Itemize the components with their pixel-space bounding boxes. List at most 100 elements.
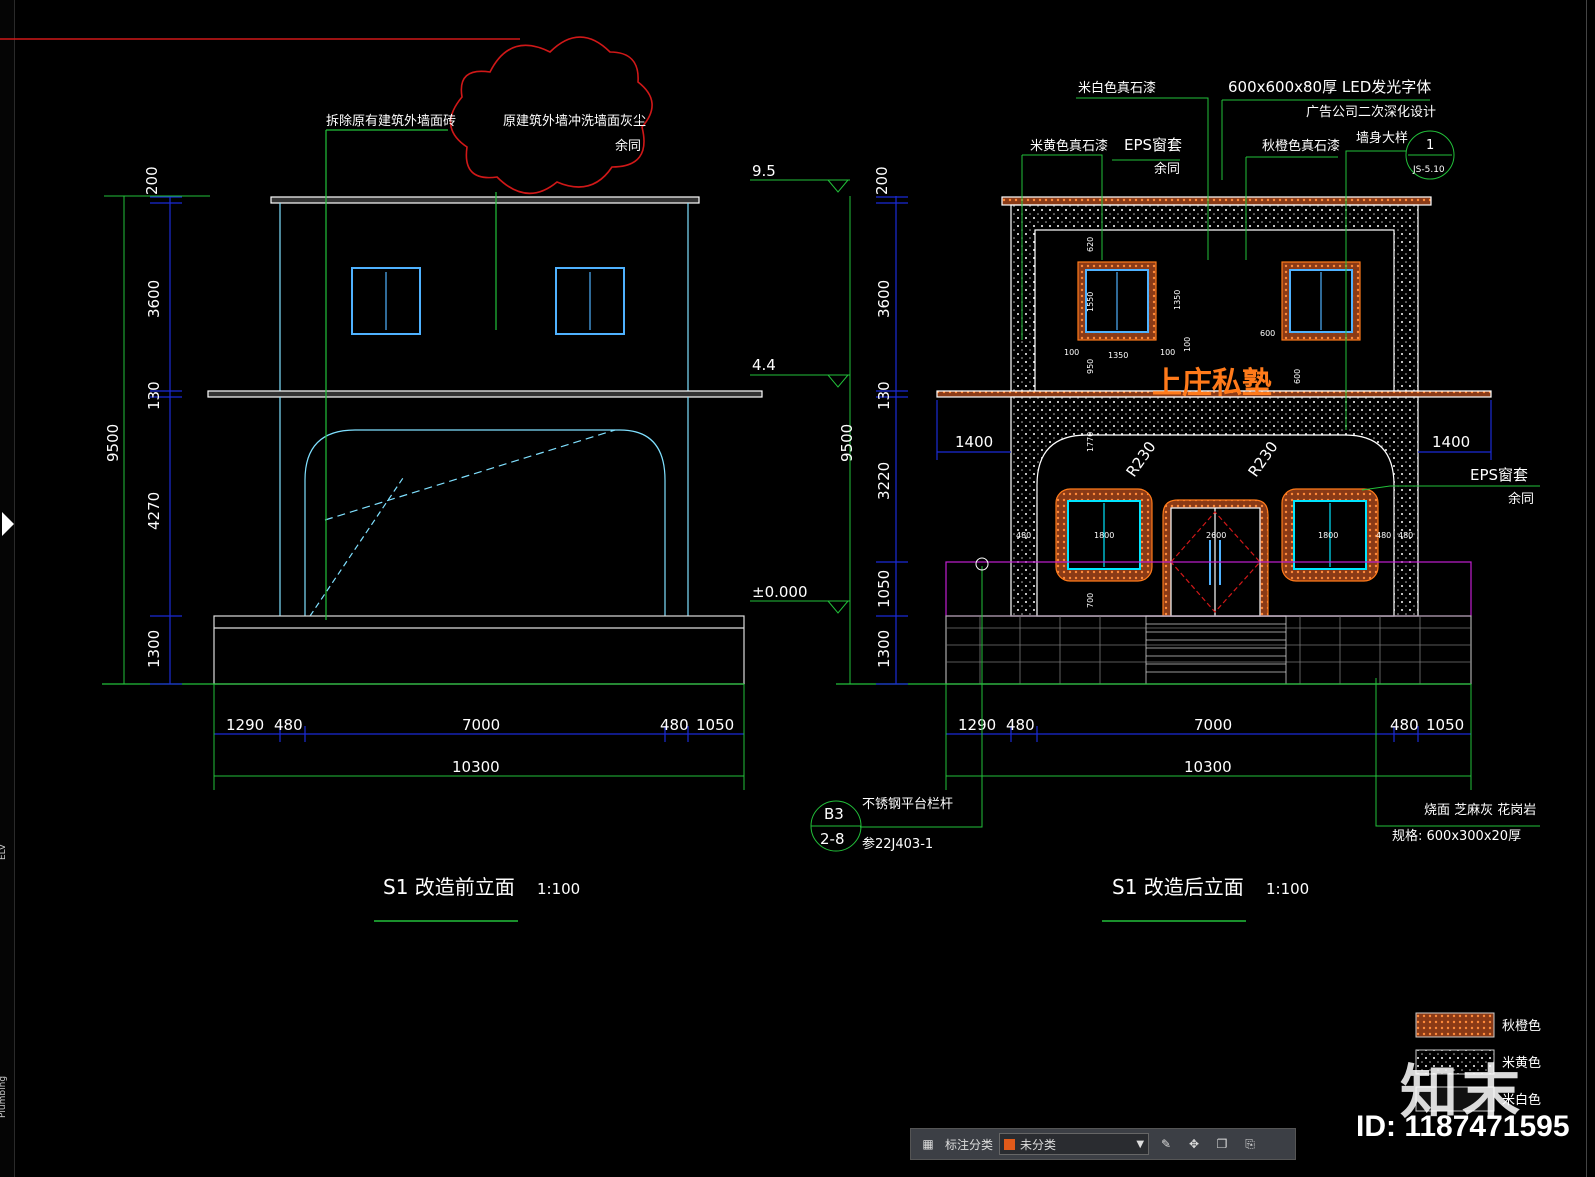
wd-0: 620 — [1086, 237, 1095, 252]
move-icon[interactable]: ✥ — [1188, 1137, 1200, 1151]
dim-after-horizontal — [946, 726, 1471, 742]
note-led: 600x600x80厚 LED发光字体 — [1228, 78, 1431, 96]
note-eps-right: EPS窗套 — [1470, 466, 1528, 484]
dim-after-v5: 1300 — [875, 630, 893, 668]
note-granite: 烧面 芝麻灰 花岗岩 — [1424, 802, 1536, 818]
wd-7: 600 — [1260, 329, 1275, 338]
dim-after-v2: 130 — [875, 381, 893, 410]
legend-orange: 秋橙色 — [1502, 1018, 1541, 1034]
dim-before-total — [104, 195, 210, 684]
dim-after-h3: 480 — [1390, 716, 1419, 734]
level-zero: ±0.000 — [752, 583, 808, 601]
dim-before-h0: 1290 — [226, 716, 264, 734]
dim-after-total-width: 10300 — [1184, 758, 1232, 776]
roof-parapet — [270, 196, 700, 204]
wd-16: 480 — [1398, 531, 1413, 540]
wd-9: 600 — [1293, 369, 1302, 384]
window-before-right — [555, 267, 625, 335]
legend-white: 米白色 — [1502, 1092, 1541, 1108]
revision-cloud — [449, 36, 653, 195]
edit-icon[interactable]: ✎ — [1160, 1137, 1172, 1151]
grid-icon[interactable]: ▦ — [922, 1137, 934, 1151]
dim-after-v0: 200 — [873, 166, 891, 195]
note-same-right: 余同 — [1508, 491, 1534, 507]
arch-opening-before — [304, 429, 666, 616]
side-dim-left: 1400 — [955, 433, 993, 451]
detail-ref: JS-5.10 — [1412, 165, 1445, 175]
chevron-down-icon: ▼ — [1136, 1138, 1145, 1150]
wd-5: 100 — [1160, 348, 1175, 357]
wd-4: 1350 — [1108, 351, 1128, 360]
paste-icon[interactable]: ⎘ — [1245, 1136, 1255, 1151]
wd-3: 100 — [1064, 348, 1079, 357]
scale-before: 1:100 — [537, 880, 580, 898]
dim-after-total-height: 9500 — [838, 424, 856, 462]
wd-11: 480 — [1016, 531, 1031, 540]
dim-before-v0: 200 — [143, 166, 161, 195]
title-before: S1 改造前立面 1:100 — [374, 875, 580, 922]
dim-before-h4: 1050 — [696, 716, 734, 734]
note-rice-white: 米白色真石漆 — [1078, 80, 1156, 96]
dim-after-v3: 3220 — [875, 462, 893, 500]
note-orange: 秋橙色真石漆 — [1262, 138, 1340, 154]
elevation-after — [836, 196, 1492, 685]
watermark-logo: 知末 — [1400, 1058, 1525, 1126]
note-granite-spec: 规格: 600x300x20厚 — [1392, 828, 1521, 844]
callout-b3-top: B3 — [824, 805, 844, 823]
note-clean-wall: 原建筑外墙冲洗墙面灰尘 — [503, 113, 646, 129]
wd-2: 950 — [1086, 359, 1095, 374]
base-podium-after — [945, 615, 1472, 685]
title-before-text: S1 改造前立面 — [383, 875, 515, 899]
dim-before-v2: 130 — [145, 381, 163, 410]
mid-slab-before — [207, 390, 763, 398]
led-sign-text: 上庄私塾 — [1152, 366, 1272, 401]
note-wall-detail: 墙身大样 — [1356, 130, 1408, 146]
annotation-leaders — [860, 97, 1540, 828]
dim-before-vertical — [150, 196, 182, 685]
dim-after-h2: 7000 — [1194, 716, 1232, 734]
copy-icon[interactable]: ❐ — [1216, 1137, 1228, 1151]
wd-6: 1350 — [1173, 290, 1182, 310]
wd-12: 1800 — [1094, 531, 1114, 540]
legend-yellow: 米黄色 — [1502, 1055, 1541, 1071]
title-after-text: S1 改造后立面 — [1112, 875, 1244, 899]
wd-14: 1800 — [1318, 531, 1338, 540]
entrance-steps — [1145, 615, 1287, 685]
annotation-toolbar: ▦ 标注分类 未分类 ▼ ✎ ✥ ❐ ⎘ — [910, 1128, 1296, 1160]
dim-after-vertical — [876, 196, 908, 685]
level-9-5: 9.5 — [752, 162, 776, 180]
note-railing: 不锈钢平台栏杆 — [862, 797, 953, 812]
expand-panel-arrow-icon[interactable] — [2, 512, 14, 536]
watermark-id: ID: 1187471595 — [1356, 1110, 1570, 1143]
dim-before-v3: 4270 — [145, 492, 163, 530]
dim-after-h0: 1290 — [958, 716, 996, 734]
detail-bubble — [1405, 130, 1455, 180]
callout-b3-bottom: 2-8 — [820, 830, 845, 848]
wd-8: 100 — [1183, 337, 1192, 352]
right-panel-edge — [1586, 0, 1595, 1177]
level-marks — [750, 179, 851, 684]
material-legend: 秋橙色 米黄色 米白色 — [1415, 1012, 1541, 1112]
note-ad-design: 广告公司二次深化设计 — [1306, 104, 1436, 120]
wd-1: 1550 — [1086, 292, 1095, 312]
dim-before-horizontal — [214, 726, 744, 742]
dim-after-v4: 1050 — [875, 570, 893, 608]
level-4-4: 4.4 — [752, 356, 776, 374]
note-same-before: 余同 — [615, 138, 641, 154]
note-rice-yellow: 米黄色真石漆 — [1030, 138, 1108, 154]
category-color-swatch — [1004, 1138, 1016, 1150]
dim-before-h2: 7000 — [462, 716, 500, 734]
window-before-left — [351, 267, 421, 335]
detail-number: 1 — [1426, 138, 1434, 153]
category-select[interactable]: 未分类 ▼ — [999, 1133, 1150, 1155]
note-remove-brick: 拆除原有建筑外墙面砖 — [326, 113, 456, 129]
wd-15: 480 — [1376, 531, 1391, 540]
dim-before-v4: 1300 — [145, 630, 163, 668]
roof-parapet-after — [1001, 196, 1432, 206]
category-select-value: 未分类 — [1020, 1137, 1057, 1152]
title-after: S1 改造后立面 1:100 — [1102, 875, 1309, 922]
note-railing-ref: 参22J403-1 — [862, 836, 933, 852]
wd-13: 2600 — [1206, 531, 1226, 540]
wd-10: 1770 — [1086, 432, 1095, 452]
